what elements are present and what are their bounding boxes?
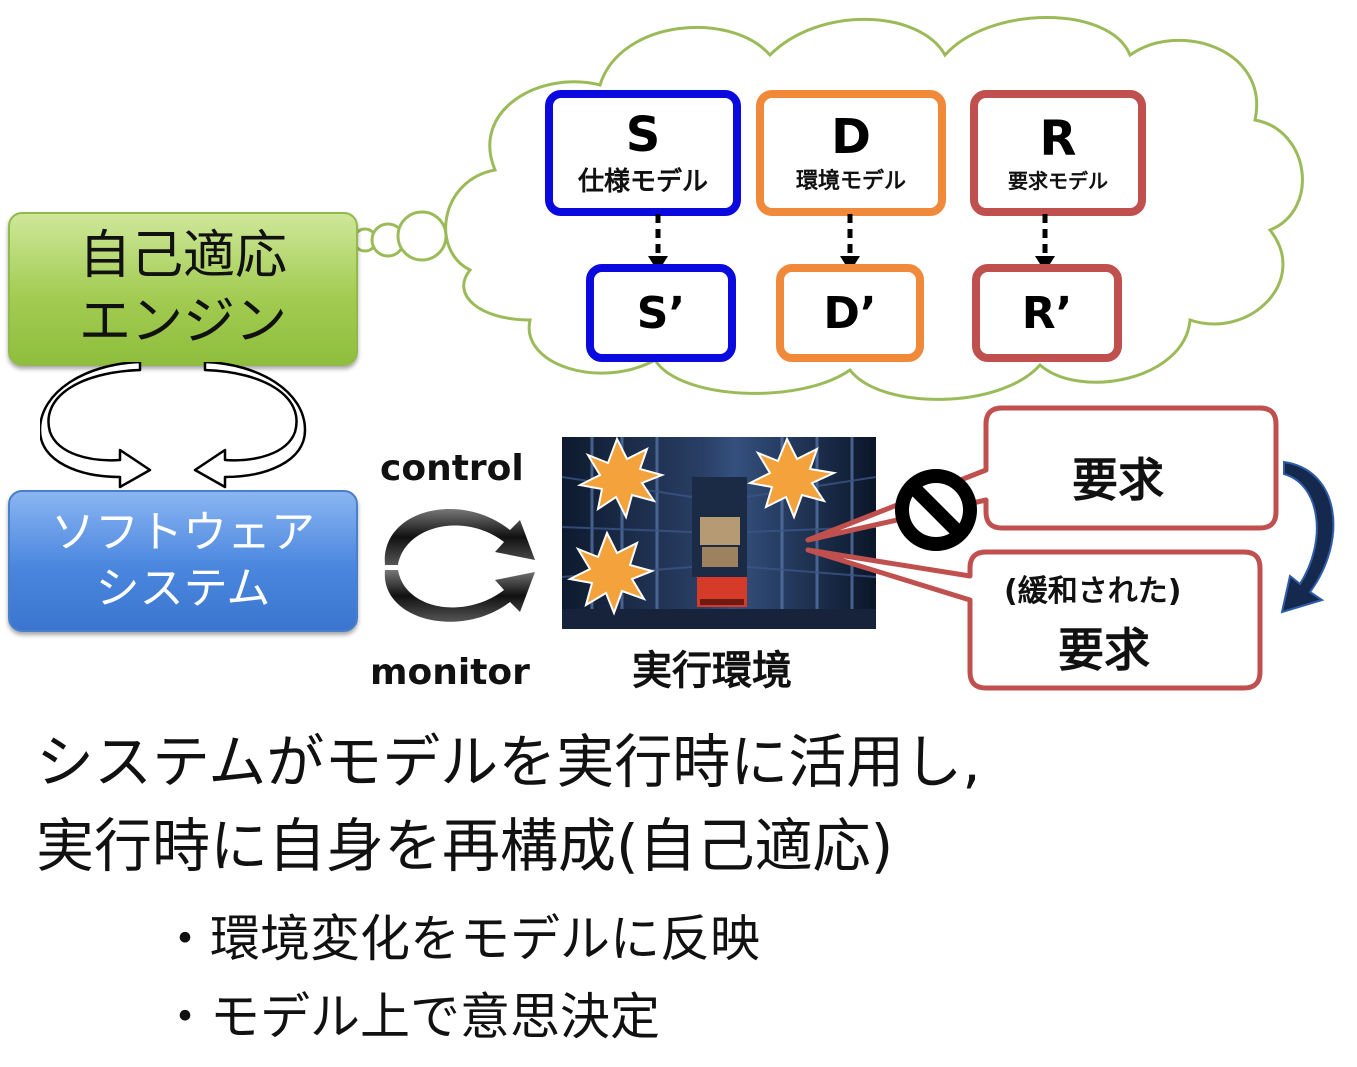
environment-model-prime-label: D’ <box>823 287 877 339</box>
requirement-model-box: R 要求モデル <box>970 90 1146 216</box>
left-curved-arrow-icon <box>40 362 152 489</box>
requirement-callouts <box>805 405 1335 691</box>
summary-bullet-2: ・モデル上で意思決定 <box>160 988 660 1046</box>
control-label: control <box>380 448 524 489</box>
prohibited-icon <box>895 469 977 551</box>
software-label-line1: ソフトウェア <box>51 507 315 558</box>
requirement-model-prime-label: R’ <box>1021 287 1073 339</box>
spec-model-label: 仕様モデル <box>577 166 708 197</box>
execution-environment-photo <box>562 437 876 629</box>
software-label-line2: システム <box>95 563 271 614</box>
engine-software-cycle-arrows <box>40 362 307 489</box>
monitor-label: monitor <box>370 652 530 693</box>
monitor-arrow-icon <box>384 570 535 622</box>
self-adaptive-engine-box: 自己適応 エンジン <box>8 212 358 366</box>
relaxed-requirement-callout <box>805 547 1263 691</box>
execution-environment-label: 実行環境 <box>632 648 792 694</box>
original-requirement-label: 要求 <box>1072 453 1164 507</box>
relaxed-requirement-note: (緩和された) <box>1004 574 1182 609</box>
alert-burst-icon <box>576 437 666 520</box>
summary-line-1: システムがモデルを実行時に活用し, <box>36 728 981 796</box>
alert-burst-icon <box>746 437 838 520</box>
spec-model-box: S 仕様モデル <box>545 90 741 216</box>
environment-model-letter: D <box>831 109 871 165</box>
summary-line-2: 実行時に自身を再構成(自己適応) <box>36 812 894 880</box>
environment-model-label: 環境モデル <box>795 169 906 194</box>
control-monitor-loop <box>384 508 535 622</box>
original-requirement-callout <box>805 405 1279 543</box>
requirement-model-label: 要求モデル <box>1008 168 1108 193</box>
environment-model-prime-box: D’ <box>776 264 924 362</box>
environment-model-box: D 環境モデル <box>756 90 946 216</box>
right-curved-arrow-icon <box>193 362 307 489</box>
spec-model-prime-box: S’ <box>586 264 736 362</box>
alert-burst-icon <box>566 530 656 616</box>
spec-model-letter: S <box>625 106 661 163</box>
software-system-box: ソフトウェア システム <box>8 490 358 632</box>
relaxed-requirement-label: 要求 <box>1058 623 1150 677</box>
summary-bullet-1: ・環境変化をモデルに反映 <box>160 910 760 968</box>
spec-model-prime-label: S’ <box>636 287 686 339</box>
requirement-model-prime-box: R’ <box>972 264 1122 362</box>
engine-label-line1: 自己適応 <box>78 226 287 286</box>
control-arrow-icon <box>384 508 535 565</box>
relax-requirement-arrow-icon <box>1280 460 1335 614</box>
requirement-model-letter: R <box>1039 110 1077 167</box>
engine-label-line2: エンジン <box>78 292 287 352</box>
